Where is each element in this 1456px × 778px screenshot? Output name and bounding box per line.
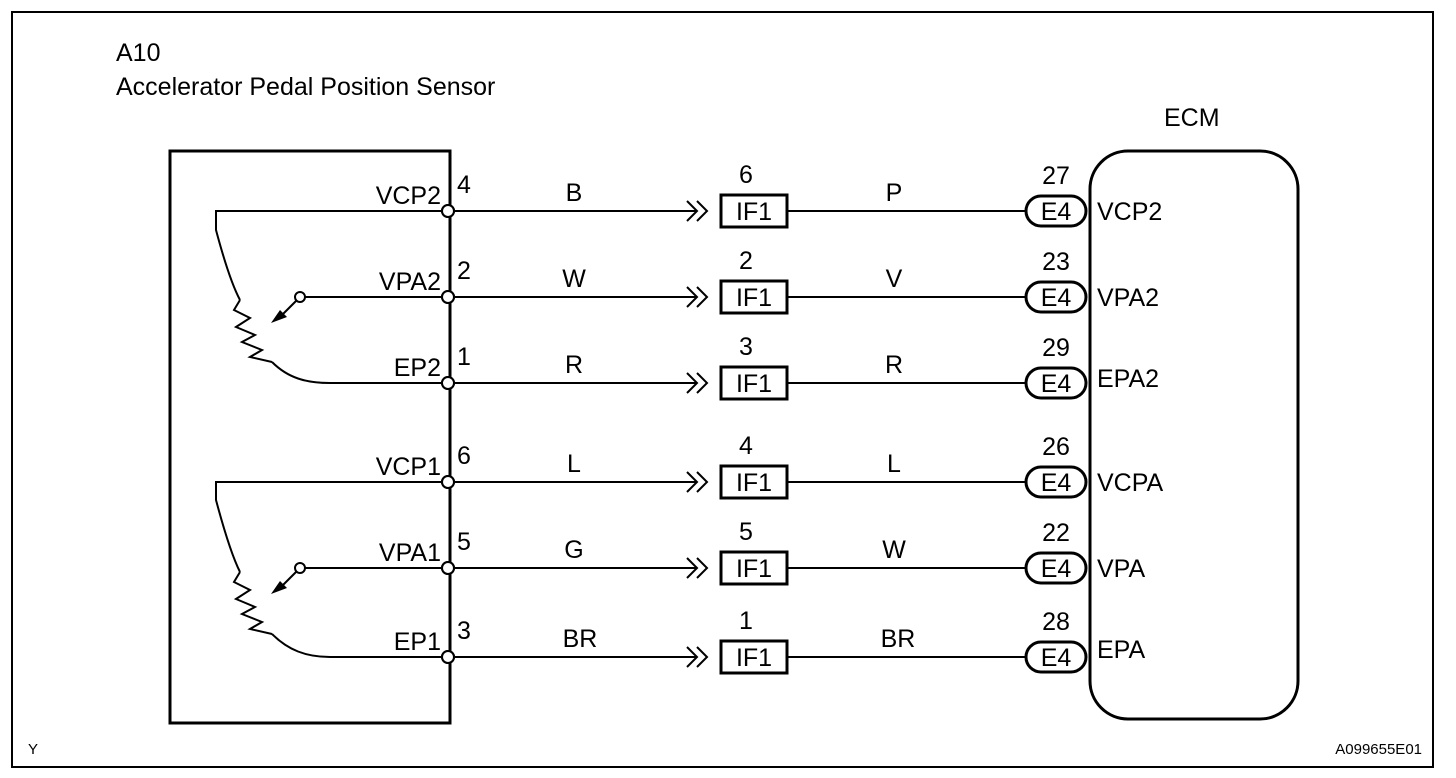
ecm-connector-label: E4 bbox=[1041, 469, 1072, 497]
wire-color-right: V bbox=[886, 265, 903, 293]
circuit-row-ep2: IF1 E4 EP2 1 R 3 R 29 EPA2 bbox=[394, 333, 1159, 401]
ecm-pin-number: 23 bbox=[1042, 248, 1070, 276]
ecm-connector-label: E4 bbox=[1041, 555, 1072, 583]
ecm-connector-box bbox=[1024, 280, 1088, 314]
ecm-pin-number: 27 bbox=[1042, 162, 1070, 190]
ecm-connector-label: E4 bbox=[1041, 370, 1072, 398]
wire-color-right: BR bbox=[881, 625, 916, 653]
inline-connector-label: IF1 bbox=[736, 198, 772, 226]
sensor-terminal: EP2 bbox=[394, 354, 441, 382]
sensor-terminal: VCP2 bbox=[376, 182, 441, 210]
ecm-title: ECM bbox=[1164, 104, 1220, 132]
ecm-terminal: VCP2 bbox=[1097, 198, 1162, 226]
inline-pin-number: 4 bbox=[739, 432, 753, 460]
ecm-connector-box bbox=[1024, 551, 1088, 585]
corner-left-label: Y bbox=[28, 741, 38, 758]
wire-color-left: R bbox=[565, 351, 583, 379]
sensor-terminal: VPA1 bbox=[379, 539, 441, 567]
ecm-terminal: EPA2 bbox=[1097, 365, 1159, 393]
figure-code: A099655E01 bbox=[1335, 741, 1422, 758]
sensor-terminal: VCP1 bbox=[376, 453, 441, 481]
ecm-connector-box bbox=[1024, 194, 1088, 228]
sensor-pin-number: 5 bbox=[457, 528, 471, 556]
ecm-connector-box bbox=[1024, 465, 1088, 499]
wire-color-right: P bbox=[886, 179, 903, 207]
potentiometer-2-wiring bbox=[215, 481, 448, 658]
sensor-name: Accelerator Pedal Position Sensor bbox=[116, 73, 495, 101]
inline-connector-label: IF1 bbox=[736, 284, 772, 312]
circuit-row-vpa2: IF1 E4 VPA2 2 W 2 V 23 VPA2 bbox=[379, 247, 1159, 315]
ecm-connector-label: E4 bbox=[1041, 198, 1072, 226]
wire-color-left: B bbox=[566, 179, 583, 207]
ecm-terminal: VPA bbox=[1097, 555, 1145, 583]
wire-color-right: R bbox=[885, 351, 903, 379]
sensor-terminal: EP1 bbox=[394, 628, 441, 656]
ecm-pin-number: 28 bbox=[1042, 608, 1070, 636]
wire-color-left: L bbox=[567, 450, 581, 478]
inline-pin-number: 3 bbox=[739, 333, 753, 361]
ecm-pin-number: 26 bbox=[1042, 433, 1070, 461]
ecm-connector-box bbox=[1024, 640, 1088, 674]
sensor-pin-number: 1 bbox=[457, 343, 471, 371]
sensor-terminal: VPA2 bbox=[379, 268, 441, 296]
inline-connector-label: IF1 bbox=[736, 555, 772, 583]
wire-color-left: W bbox=[562, 265, 586, 293]
inline-pin-number: 2 bbox=[739, 247, 753, 275]
sensor-pin-number: 2 bbox=[457, 257, 471, 285]
circuit-row-vcp2: IF1 E4 VCP2 4 B 6 P 27 VCP2 bbox=[376, 161, 1162, 229]
ecm-pin-number: 22 bbox=[1042, 519, 1070, 547]
diagram-frame bbox=[11, 11, 1434, 768]
inline-pin-number: 6 bbox=[739, 161, 753, 189]
inline-pin-number: 5 bbox=[739, 518, 753, 546]
ecm-pin-number: 29 bbox=[1042, 334, 1070, 362]
circuit-row-vpa1: IF1 E4 VPA1 5 G 5 W 22 VPA bbox=[379, 518, 1145, 586]
sensor-code: A10 bbox=[116, 39, 160, 67]
inline-pin-number: 1 bbox=[739, 607, 753, 635]
sensor-pin-number: 4 bbox=[457, 171, 471, 199]
wire-color-left: BR bbox=[563, 625, 598, 653]
ecm-connector-label: E4 bbox=[1041, 284, 1072, 312]
ecm-terminal: EPA bbox=[1097, 636, 1145, 664]
sensor-pin-number: 6 bbox=[457, 442, 471, 470]
ecm-body bbox=[1088, 149, 1300, 721]
ecm-terminal: VCPA bbox=[1097, 469, 1164, 497]
wire-color-right: L bbox=[887, 450, 901, 478]
inline-connector-label: IF1 bbox=[736, 469, 772, 497]
wire-color-left: G bbox=[564, 536, 583, 564]
inline-connector-label: IF1 bbox=[736, 370, 772, 398]
ecm-terminal: VPA2 bbox=[1097, 284, 1159, 312]
circuit-row-ep1: IF1 E4 EP1 3 BR 1 BR 28 EPA bbox=[394, 607, 1145, 675]
wire-color-right: W bbox=[882, 536, 906, 564]
sensor-pin-number: 3 bbox=[457, 617, 471, 645]
ecm-connector-label: E4 bbox=[1041, 644, 1072, 672]
potentiometer-1-wiring bbox=[215, 210, 448, 384]
ecm-connector-box bbox=[1024, 366, 1088, 400]
inline-connector-label: IF1 bbox=[736, 644, 772, 672]
circuit-row-vcp1: IF1 E4 VCP1 6 L 4 L 26 VCPA bbox=[376, 432, 1164, 500]
